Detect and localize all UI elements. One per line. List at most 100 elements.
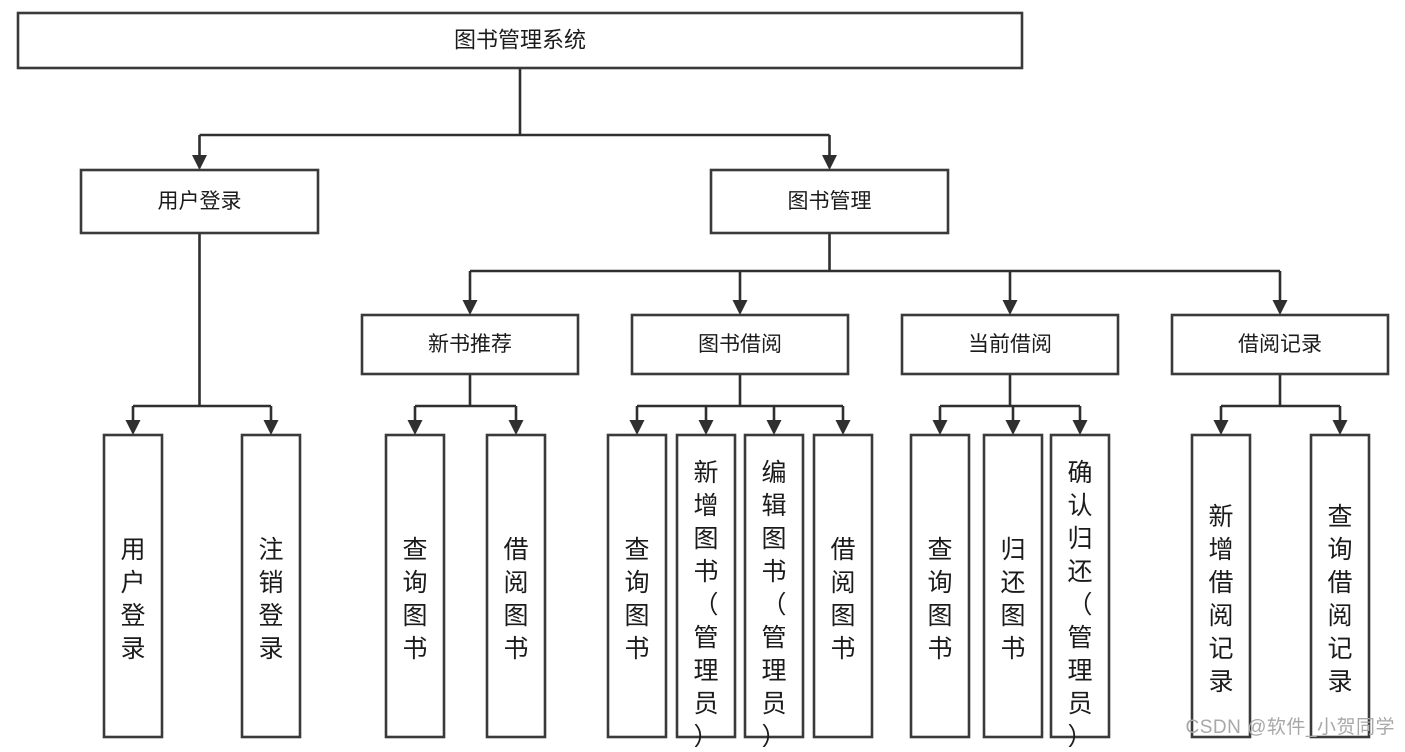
- root-node-1[interactable]: 图书管理系统: [16, 11, 1024, 70]
- leaf-node-label-char: 编: [761, 459, 786, 487]
- leaf-node-label-char: 书: [830, 635, 855, 663]
- level3-node-rect[interactable]: [630, 313, 850, 376]
- leaf-node-rect[interactable]: [1309, 433, 1371, 739]
- leaf-node-rect[interactable]: [909, 433, 971, 739]
- leaf-node-label-char: 认: [1067, 492, 1092, 520]
- level3-node-rect[interactable]: [1170, 313, 1390, 376]
- level3-arrow-2-head: [732, 300, 748, 315]
- leaf-node-label-char: 管: [693, 624, 718, 652]
- leaf-arrow-当前借阅-3-head: [1072, 420, 1088, 435]
- leaf-node-1[interactable]: 用户登录: [102, 433, 164, 739]
- level3-arrow-3-head: [1002, 300, 1018, 315]
- level3-node-2[interactable]: 图书借阅: [630, 313, 850, 376]
- level3-node-rect[interactable]: [360, 313, 580, 376]
- leaf-node-label-char: 书: [927, 635, 952, 663]
- leaf-node-rect[interactable]: [1190, 433, 1252, 739]
- leaf-node-label-char: 阅: [503, 569, 528, 597]
- root-node-label: 图书管理系统: [454, 27, 586, 52]
- leaf-arrow-图书借阅-3-head: [766, 420, 782, 435]
- leaf-arrow-当前借阅-2-head: [1005, 420, 1021, 435]
- leaf-node-label-char: 图: [830, 602, 855, 630]
- leaf-node-label-char: 录: [258, 635, 283, 663]
- level3-node-label: 新书推荐: [428, 333, 512, 356]
- leaf-node-label-char: 借: [1208, 569, 1233, 597]
- level3-node-1[interactable]: 新书推荐: [360, 313, 580, 376]
- root-node-rect[interactable]: [16, 11, 1024, 70]
- csdn-watermark: CSDN @软件_小贺同学: [1185, 717, 1395, 738]
- leaf-node-label-char: 登: [258, 602, 283, 630]
- leaf-node-label-char: 查: [927, 536, 952, 564]
- leaf-node-label-char: 管: [1067, 624, 1092, 652]
- level3-node-rect[interactable]: [900, 313, 1120, 376]
- leaf-node-label-char: 图: [1000, 602, 1025, 630]
- leaf-node-label-char: ）: [761, 723, 786, 747]
- leaf-node-label-char: 借: [503, 536, 528, 564]
- leaf-node-rect[interactable]: [743, 433, 805, 739]
- leaf-node-label-char: 理: [761, 657, 786, 685]
- leaf-node-rect[interactable]: [1049, 433, 1111, 739]
- leaf-node-rect[interactable]: [675, 433, 737, 739]
- leaf-node-label-char: 询: [624, 569, 649, 597]
- leaf-node-label-char: 理: [693, 657, 718, 685]
- leaf-node-rect[interactable]: [606, 433, 668, 739]
- leaf-node-label-char: 书: [503, 635, 528, 663]
- leaf-node-label-char: 员: [693, 690, 718, 718]
- leaf-node-rect[interactable]: [384, 433, 446, 739]
- leaf-node-label-char: 新: [693, 459, 718, 487]
- level2-arrow-2-head: [822, 155, 837, 170]
- leaf-node-label-char: 归: [1000, 536, 1025, 564]
- leaf-node-label-char: 记: [1208, 635, 1233, 663]
- leaf-node-label-char: 销: [258, 569, 283, 597]
- leaf-node-label-char: 查: [624, 536, 649, 564]
- leaf-node-rect[interactable]: [102, 433, 164, 739]
- level2-node-1[interactable]: 用户登录: [79, 168, 320, 235]
- level2-node-2[interactable]: 图书管理: [709, 168, 950, 235]
- leaf-arrow-图书借阅-1-head: [629, 420, 645, 435]
- leaf-arrow-新书推荐-2-head: [508, 420, 524, 435]
- leaf-node-label-char: 员: [761, 690, 786, 718]
- level3-arrow-4-head: [1272, 300, 1288, 315]
- leaf-node-label-char: 查: [402, 536, 427, 564]
- leaf-node-label-char: 借: [1327, 569, 1352, 597]
- level2-node-rect[interactable]: [79, 168, 320, 235]
- leaf-arrow-图书借阅-2-head: [698, 420, 714, 435]
- level3-arrow-1-head: [462, 300, 478, 315]
- level3-node-3[interactable]: 当前借阅: [900, 313, 1120, 376]
- level3-node-4[interactable]: 借阅记录: [1170, 313, 1390, 376]
- leaf-node-label-char: 辑: [761, 492, 786, 520]
- level2-node-rect[interactable]: [709, 168, 950, 235]
- leaf-node-label-char: 员: [1067, 690, 1092, 718]
- leaf-node-label-char: （: [1067, 591, 1092, 619]
- leaf-arrow-用户登录-2-head: [263, 420, 279, 435]
- leaf-node-label-char: 书: [693, 558, 718, 586]
- leaf-node-label-char: 询: [402, 569, 427, 597]
- level3-node-label: 图书借阅: [698, 333, 782, 356]
- nodes-layer: 图书管理系统用户登录图书管理新书推荐图书借阅当前借阅借阅记录用户登录注销登录查询…: [16, 11, 1390, 751]
- leaf-node-rect[interactable]: [812, 433, 874, 739]
- leaf-node-label-char: 书: [624, 635, 649, 663]
- leaf-node-rect[interactable]: [485, 433, 547, 739]
- leaf-node-label-char: 书: [1000, 635, 1025, 663]
- leaf-node-label-char: 借: [830, 536, 855, 564]
- leaf-node-label-char: 确: [1067, 459, 1092, 487]
- leaf-arrow-借阅记录-1-head: [1213, 420, 1229, 435]
- connectors-layer: [125, 68, 1348, 435]
- leaf-node-rect[interactable]: [982, 433, 1044, 739]
- leaf-node-rect[interactable]: [240, 433, 302, 739]
- leaf-arrow-用户登录-1-head: [125, 420, 141, 435]
- leaf-node-label-char: 图: [927, 602, 952, 630]
- leaf-node-label-char: 理: [1067, 657, 1092, 685]
